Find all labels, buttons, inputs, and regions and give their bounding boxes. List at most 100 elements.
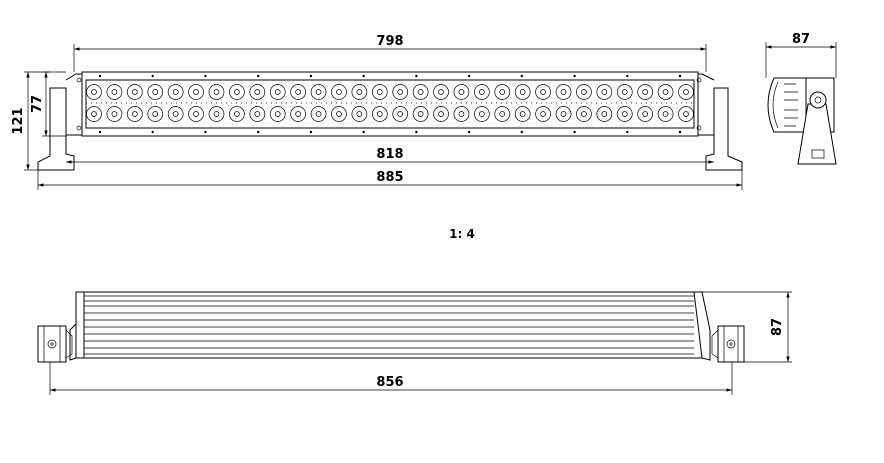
led-emitter — [213, 111, 220, 117]
led-lens — [555, 106, 572, 122]
led-lens — [331, 106, 347, 122]
led-lens — [208, 106, 225, 122]
led-lens — [433, 84, 449, 100]
led-emitter — [315, 111, 322, 117]
led-emitter — [336, 111, 342, 117]
housing-screw-dot — [256, 130, 260, 134]
housing-screw-dot — [362, 74, 365, 78]
led-lens — [596, 106, 613, 122]
led-emitter — [111, 111, 118, 117]
dimension-label-77: 77 — [30, 95, 45, 113]
dimension-label-87-side: 87 — [792, 32, 810, 47]
led-emitter — [274, 111, 281, 117]
led-lens — [494, 84, 511, 100]
led-emitter — [356, 111, 363, 117]
led-emitter — [642, 111, 649, 117]
led-lens — [269, 84, 286, 100]
left-screw-hole — [76, 77, 82, 83]
led-lens — [371, 106, 388, 122]
right-clamp — [711, 325, 745, 363]
bottom-housing — [75, 291, 703, 359]
led-emitter — [336, 89, 342, 95]
led-emitter — [376, 89, 383, 95]
led-emitter — [152, 89, 159, 95]
led-lens — [188, 106, 204, 122]
led-lens — [126, 106, 143, 122]
led-lens — [433, 106, 449, 122]
led-lens — [208, 84, 225, 100]
dimension-overall-length: 885 — [37, 170, 743, 190]
housing-screw-dot — [520, 130, 524, 134]
led-emitter — [438, 89, 444, 95]
led-emitter — [417, 111, 424, 117]
led-lens — [514, 84, 531, 100]
scale-label: 1: 4 — [449, 227, 475, 241]
left-clamp — [37, 325, 73, 363]
led-lens — [637, 106, 654, 122]
led-emitter — [254, 111, 261, 117]
led-emitter — [560, 89, 567, 95]
led-emitter — [254, 89, 261, 95]
led-lens — [351, 106, 368, 122]
led-lens — [392, 106, 409, 122]
led-lens — [167, 84, 184, 100]
dimension-label-798: 798 — [376, 34, 403, 49]
led-emitter — [274, 89, 281, 95]
led-grid — [86, 84, 694, 122]
led-emitter — [295, 111, 301, 117]
right-screw-hole — [696, 77, 702, 83]
led-emitter — [621, 89, 628, 95]
housing-screw-dot — [204, 74, 207, 78]
led-emitter — [397, 89, 404, 95]
led-lens — [616, 84, 633, 100]
led-lens — [596, 84, 613, 100]
led-lens — [249, 84, 266, 100]
led-lens — [188, 84, 204, 100]
led-lens — [392, 84, 409, 100]
housing-screw-dot — [98, 74, 102, 78]
dimension-label-87-bottom: 87 — [770, 318, 785, 336]
left-mount-bracket — [37, 73, 85, 171]
housing-screw-dot — [520, 74, 524, 78]
led-lens — [678, 106, 694, 122]
led-emitter — [91, 111, 97, 117]
dimension-label-856: 856 — [376, 375, 403, 390]
side-view — [767, 77, 837, 165]
led-emitter — [683, 111, 689, 117]
right-screw-hole-lower — [696, 125, 702, 131]
heatsink-fins — [84, 295, 694, 355]
left-screw-hole-lower — [76, 125, 82, 131]
side-pivot-knob — [809, 91, 827, 109]
led-emitter — [499, 111, 506, 117]
led-lens — [453, 84, 470, 100]
led-lens — [106, 84, 123, 100]
led-emitter — [193, 111, 199, 117]
led-lens — [290, 106, 306, 122]
led-emitter — [295, 89, 301, 95]
led-lens — [106, 106, 123, 122]
led-lens — [494, 106, 511, 122]
led-emitter — [91, 89, 97, 95]
led-emitter — [601, 89, 608, 95]
light-bar-housing — [81, 71, 699, 137]
housing-screw-dot — [626, 130, 629, 134]
housing-screw-dot — [467, 74, 471, 78]
dimension-bottom-length: 856 — [49, 362, 733, 395]
led-emitter — [397, 111, 404, 117]
led-emitter — [438, 111, 444, 117]
dimension-overall-height: 121 — [11, 71, 50, 171]
led-lens — [229, 84, 245, 100]
led-emitter — [540, 111, 546, 117]
led-emitter — [621, 111, 628, 117]
led-lens — [637, 84, 654, 100]
led-emitter — [234, 89, 240, 95]
dimension-label-818: 818 — [376, 147, 403, 162]
led-emitter — [662, 111, 669, 117]
front-view — [37, 71, 743, 171]
led-lens — [555, 84, 572, 100]
led-lens — [514, 106, 531, 122]
dimension-inner-length: 818 — [66, 147, 714, 164]
housing-screw-dot — [151, 130, 154, 134]
led-emitter — [560, 111, 567, 117]
dimension-housing-length: 798 — [73, 34, 707, 72]
